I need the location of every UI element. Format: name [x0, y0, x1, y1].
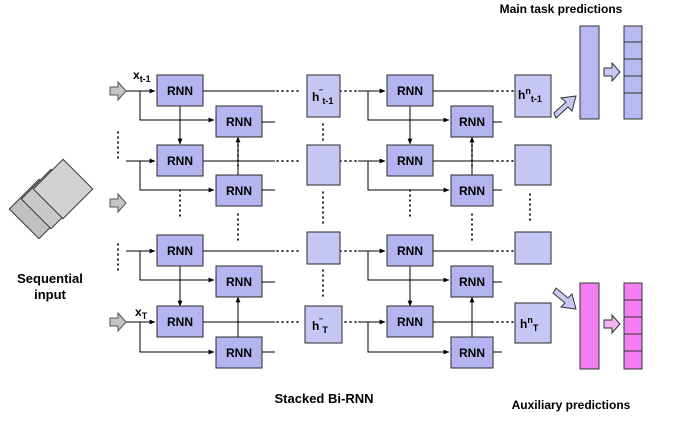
final-label-first: hnt-1 [518, 86, 542, 104]
rnn-label: RNN [226, 184, 252, 198]
hidden-box [306, 144, 341, 186]
rnn-label: RNN [397, 84, 423, 98]
rnn-label: RNN [226, 115, 252, 129]
rnn-label: RNN [397, 154, 423, 168]
vertical-dots-stack-2 [409, 144, 531, 241]
stack-1: RNN RNN RNN RNN RNN RNN RNN RNN [126, 74, 275, 369]
rnn-box [215, 336, 263, 369]
auxiliary-output [552, 282, 643, 370]
rnn-label: RNN [167, 315, 193, 329]
rnn-label: RNN [459, 275, 485, 289]
final-box-last [514, 302, 552, 344]
rnn-box [386, 305, 434, 338]
main-prediction-vector [623, 25, 643, 120]
sequential-input-stack [8, 158, 94, 240]
auxiliary-output-layer [579, 282, 600, 370]
rnn-box [386, 74, 434, 107]
auxiliary-predictions-title: Auxiliary predictions [512, 398, 631, 412]
final-box-first [514, 74, 552, 118]
rnn-label: RNN [167, 154, 193, 168]
rnn-box [215, 174, 263, 207]
hidden-label-first: h˜t-1 [312, 88, 333, 106]
rnn-label: RNN [459, 184, 485, 198]
hidden-box-first [306, 74, 341, 118]
input-label-line1: Sequential [17, 271, 83, 286]
rnn-label: RNN [226, 275, 252, 289]
rnn-label: RNN [226, 346, 252, 360]
input-label-first: xt-1 [133, 68, 151, 84]
final-label-last: hnT [520, 315, 539, 333]
rnn-label: RNN [459, 346, 485, 360]
input-arrows [109, 80, 127, 333]
final-box [514, 144, 552, 186]
rnn-label: RNN [167, 244, 193, 258]
main-output [553, 25, 643, 120]
rnn-box [156, 144, 204, 177]
rnn-label: RNN [167, 84, 193, 98]
hidden-box [306, 231, 341, 265]
stacked-birnn-title: Stacked Bi-RNN [275, 391, 374, 406]
hidden-column [304, 74, 343, 344]
rnn-box [156, 305, 204, 338]
rnn-box [156, 234, 204, 267]
input-label-last: xT [135, 305, 148, 321]
input-label-line2: input [34, 287, 66, 302]
auxiliary-prediction-vector [623, 282, 643, 370]
main-predictions-title: Main task predictions [500, 2, 623, 16]
stack-2: RNN RNN RNN RNN RNN RNN RNN RNN [358, 74, 502, 369]
rnn-label: RNN [459, 115, 485, 129]
hidden-box-last [304, 305, 343, 344]
rnn-box [386, 144, 434, 177]
rnn-box [450, 174, 494, 207]
hidden-label-last: h˜T [312, 317, 328, 335]
vertical-dots-stack-1 [179, 144, 239, 241]
main-output-layer [579, 25, 600, 120]
final-box [514, 231, 552, 265]
rnn-label: RNN [397, 244, 423, 258]
horizontal-dots [276, 90, 515, 323]
rnn-label: RNN [397, 315, 423, 329]
rnn-box [215, 105, 263, 138]
final-hidden-column [514, 74, 552, 344]
rnn-box [156, 74, 204, 107]
rnn-box [386, 234, 434, 267]
